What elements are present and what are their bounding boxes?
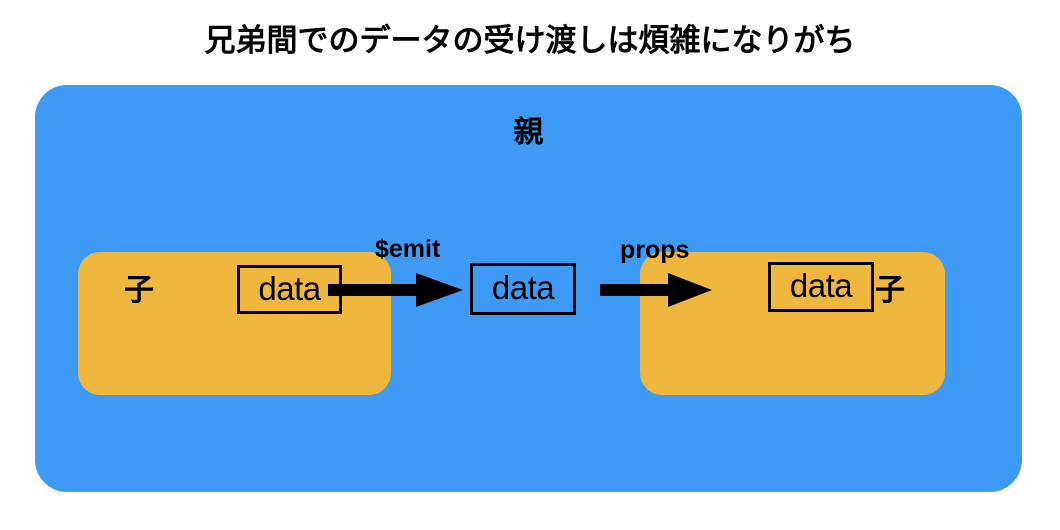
parent-component-label: 親 [513,116,544,149]
props-arrow-icon [600,273,712,307]
data-box-parent: data [470,263,576,315]
child-component-label-right: 子 [875,274,905,307]
emit-arrow-label: $emit [375,235,441,263]
data-box-parent-label: data [491,269,555,306]
emit-arrow-icon [328,273,463,307]
child-component-label-left: 子 [124,274,154,307]
child-component-box-right: data 子 [640,252,945,395]
child-component-box-left: 子 data [78,252,391,395]
data-box-left-child: data [237,265,342,314]
parent-component-box: 親 子 data data 子 data $emit props [35,85,1022,492]
data-box-right-child-label: data [789,267,853,304]
data-box-right-child: data [768,262,874,312]
data-box-left-child-label: data [258,269,321,307]
page-title: 兄弟間でのデータの受け渡しは煩雑になりがち [204,23,856,58]
props-arrow-label: props [620,236,690,264]
